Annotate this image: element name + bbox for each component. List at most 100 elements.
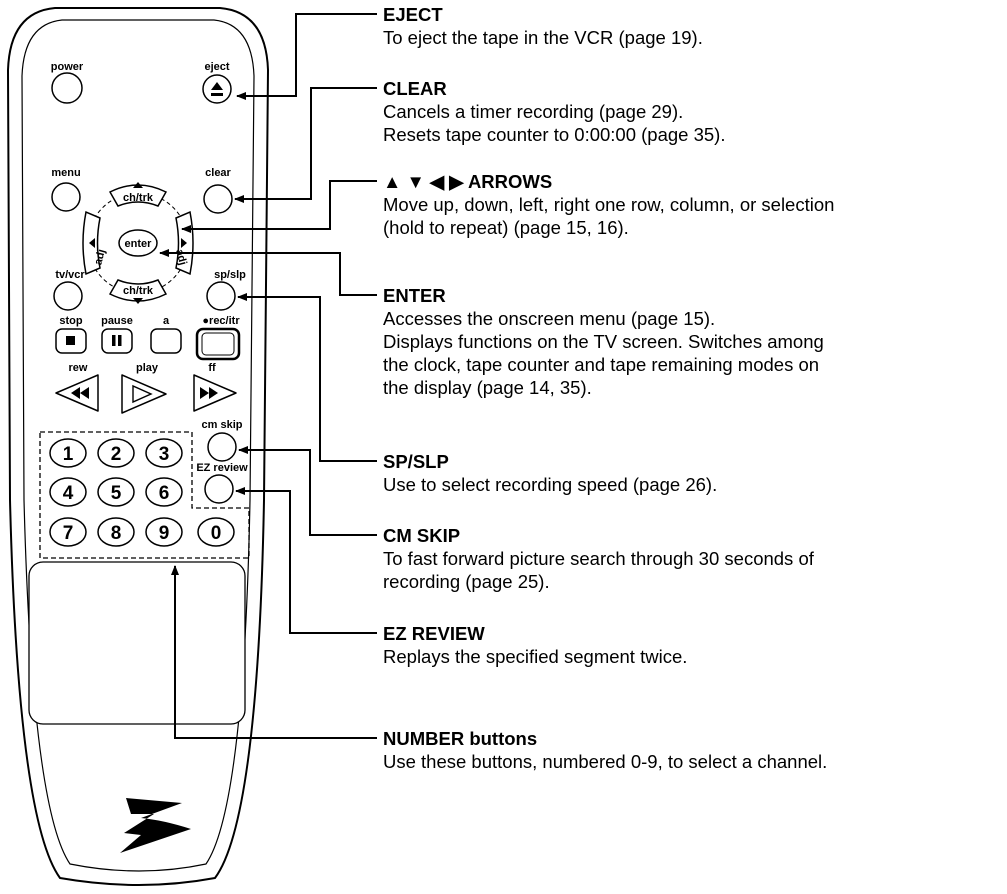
ff-label: ff (208, 362, 216, 374)
up-arrow-button[interactable] (108, 184, 168, 207)
clear-label: clear (205, 167, 231, 179)
eject-icon (211, 82, 223, 96)
callout-cm-skip: CM SKIP To fast forward picture search t… (383, 524, 1007, 593)
callout-sp-slp-title: SP/SLP (383, 451, 449, 472)
play-label: play (136, 362, 159, 374)
callout-eject-line-1: To eject the tape in the VCR (page 19). (383, 27, 703, 48)
number-button-5-label: 5 (111, 483, 122, 504)
number-button-4[interactable] (49, 477, 87, 507)
enter-label: enter (125, 238, 153, 250)
number-button-1[interactable] (49, 438, 87, 468)
number-button-9[interactable] (145, 517, 183, 547)
number-buttons-leader (171, 565, 377, 739)
cm-skip-leader (238, 446, 377, 536)
pause-icon-bar-right (118, 335, 122, 346)
number-button-9-label: 9 (159, 523, 170, 544)
number-button-6-label: 6 (159, 483, 170, 504)
arrows-leader (181, 180, 377, 233)
rec-itr-label: ●rec/itr (202, 315, 240, 327)
sp-slp-button[interactable] (206, 281, 236, 311)
enter-button[interactable] (118, 229, 158, 257)
callout-enter-line-2: Displays functions on the TV screen. Swi… (383, 331, 824, 352)
callout-clear-title: CLEAR (383, 78, 447, 99)
number-button-0-label: 0 (211, 523, 222, 544)
callout-cm-skip-title: CM SKIP (383, 525, 461, 546)
number-button-0[interactable] (197, 517, 235, 547)
number-button-2[interactable] (97, 438, 135, 468)
number-button-7[interactable] (49, 517, 87, 547)
adj-left-label: adj (92, 248, 108, 266)
callout-number-buttons: NUMBER buttons Use these buttons, number… (383, 727, 1007, 773)
callout-arrows-line-2: (hold to repeat) (page 15, 16). (383, 217, 629, 238)
rec-itr-button-inner (201, 332, 235, 356)
ff-icon (200, 387, 218, 399)
callout-sp-slp-line-1: Use to select recording speed (page 26). (383, 474, 718, 495)
left-arrow-icon (89, 238, 95, 248)
number-button-4-label: 4 (63, 483, 74, 504)
play-button[interactable] (121, 374, 167, 414)
callout-sp-slp: SP/SLP Use to select recording speed (pa… (383, 450, 1007, 496)
stop-icon (66, 336, 75, 345)
tv-vcr-button[interactable] (53, 281, 83, 311)
clear-button[interactable] (203, 184, 233, 214)
a-button[interactable] (150, 328, 182, 354)
callout-ez-review-line-1: Replays the specified segment twice. (383, 646, 688, 667)
clear-leader (234, 87, 377, 203)
callout-leader-lines (159, 13, 377, 739)
tv-vcr-label: tv/vcr (55, 269, 85, 281)
sp-slp-leader (237, 293, 377, 462)
rew-label: rew (69, 362, 88, 374)
ez-review-button[interactable] (204, 474, 234, 504)
number-button-2-label: 2 (111, 444, 122, 465)
number-button-8[interactable] (97, 517, 135, 547)
stop-label: stop (59, 315, 83, 327)
callout-cm-skip-line-1: To fast forward picture search through 3… (383, 548, 814, 569)
menu-button[interactable] (51, 182, 81, 212)
cm-skip-button[interactable] (207, 432, 237, 462)
pause-icon-bar-left (112, 335, 116, 346)
ch-trk-up-label: ch/trk (123, 192, 154, 204)
up-arrow-icon (133, 182, 143, 188)
number-pad: 1 2 3 4 5 6 7 8 9 0 (49, 438, 235, 547)
callout-number-buttons-title: NUMBER buttons (383, 728, 538, 749)
number-button-5[interactable] (97, 477, 135, 507)
a-label: a (163, 315, 170, 327)
rew-icon (71, 387, 89, 399)
number-button-3[interactable] (145, 438, 183, 468)
brand-logo-icon (120, 798, 191, 853)
number-buttons-outline (39, 431, 250, 559)
callout-ez-review: EZ REVIEW Replays the specified segment … (383, 622, 1007, 668)
pause-label: pause (101, 315, 133, 327)
number-button-8-label: 8 (111, 523, 122, 544)
callout-ez-review-title: EZ REVIEW (383, 623, 485, 644)
ez-review-leader (235, 487, 377, 634)
number-button-7-label: 7 (63, 523, 74, 544)
callout-number-buttons-line-1: Use these buttons, numbered 0-9, to sele… (383, 751, 828, 772)
callout-eject: EJECT To eject the tape in the VCR (page… (383, 3, 1007, 49)
callout-enter: ENTER Accesses the onscreen menu (page 1… (383, 284, 1007, 399)
down-arrow-icon (133, 298, 143, 304)
number-button-6[interactable] (145, 477, 183, 507)
number-button-3-label: 3 (159, 444, 170, 465)
callout-enter-title: ENTER (383, 285, 446, 306)
callout-eject-title: EJECT (383, 4, 443, 25)
callout-arrows: ▲ ▼ ◀ ▶ ARROWS Move up, down, left, righ… (383, 170, 1007, 239)
callout-arrows-title: ▲ ▼ ◀ ▶ ARROWS (383, 171, 553, 192)
power-label: power (51, 61, 84, 73)
remote-lower-panel (28, 561, 246, 725)
callout-enter-line-1: Accesses the onscreen menu (page 15). (383, 308, 716, 329)
callout-clear: CLEAR Cancels a timer recording (page 29… (383, 77, 1007, 146)
down-arrow-button[interactable] (108, 279, 168, 302)
ch-trk-down-label: ch/trk (123, 285, 154, 297)
callout-cm-skip-line-2: recording (page 25). (383, 571, 550, 592)
callout-clear-line-2: Resets tape counter to 0:00:00 (page 35)… (383, 124, 726, 145)
cm-skip-label: cm skip (202, 419, 243, 431)
play-icon (132, 384, 153, 404)
number-button-1-label: 1 (63, 444, 74, 465)
ez-review-label: EZ review (196, 462, 248, 474)
power-button[interactable] (51, 72, 83, 104)
pause-button[interactable] (101, 328, 133, 354)
callout-enter-line-3: the clock, tape counter and tape remaini… (383, 354, 820, 375)
rec-itr-button[interactable] (195, 327, 241, 361)
